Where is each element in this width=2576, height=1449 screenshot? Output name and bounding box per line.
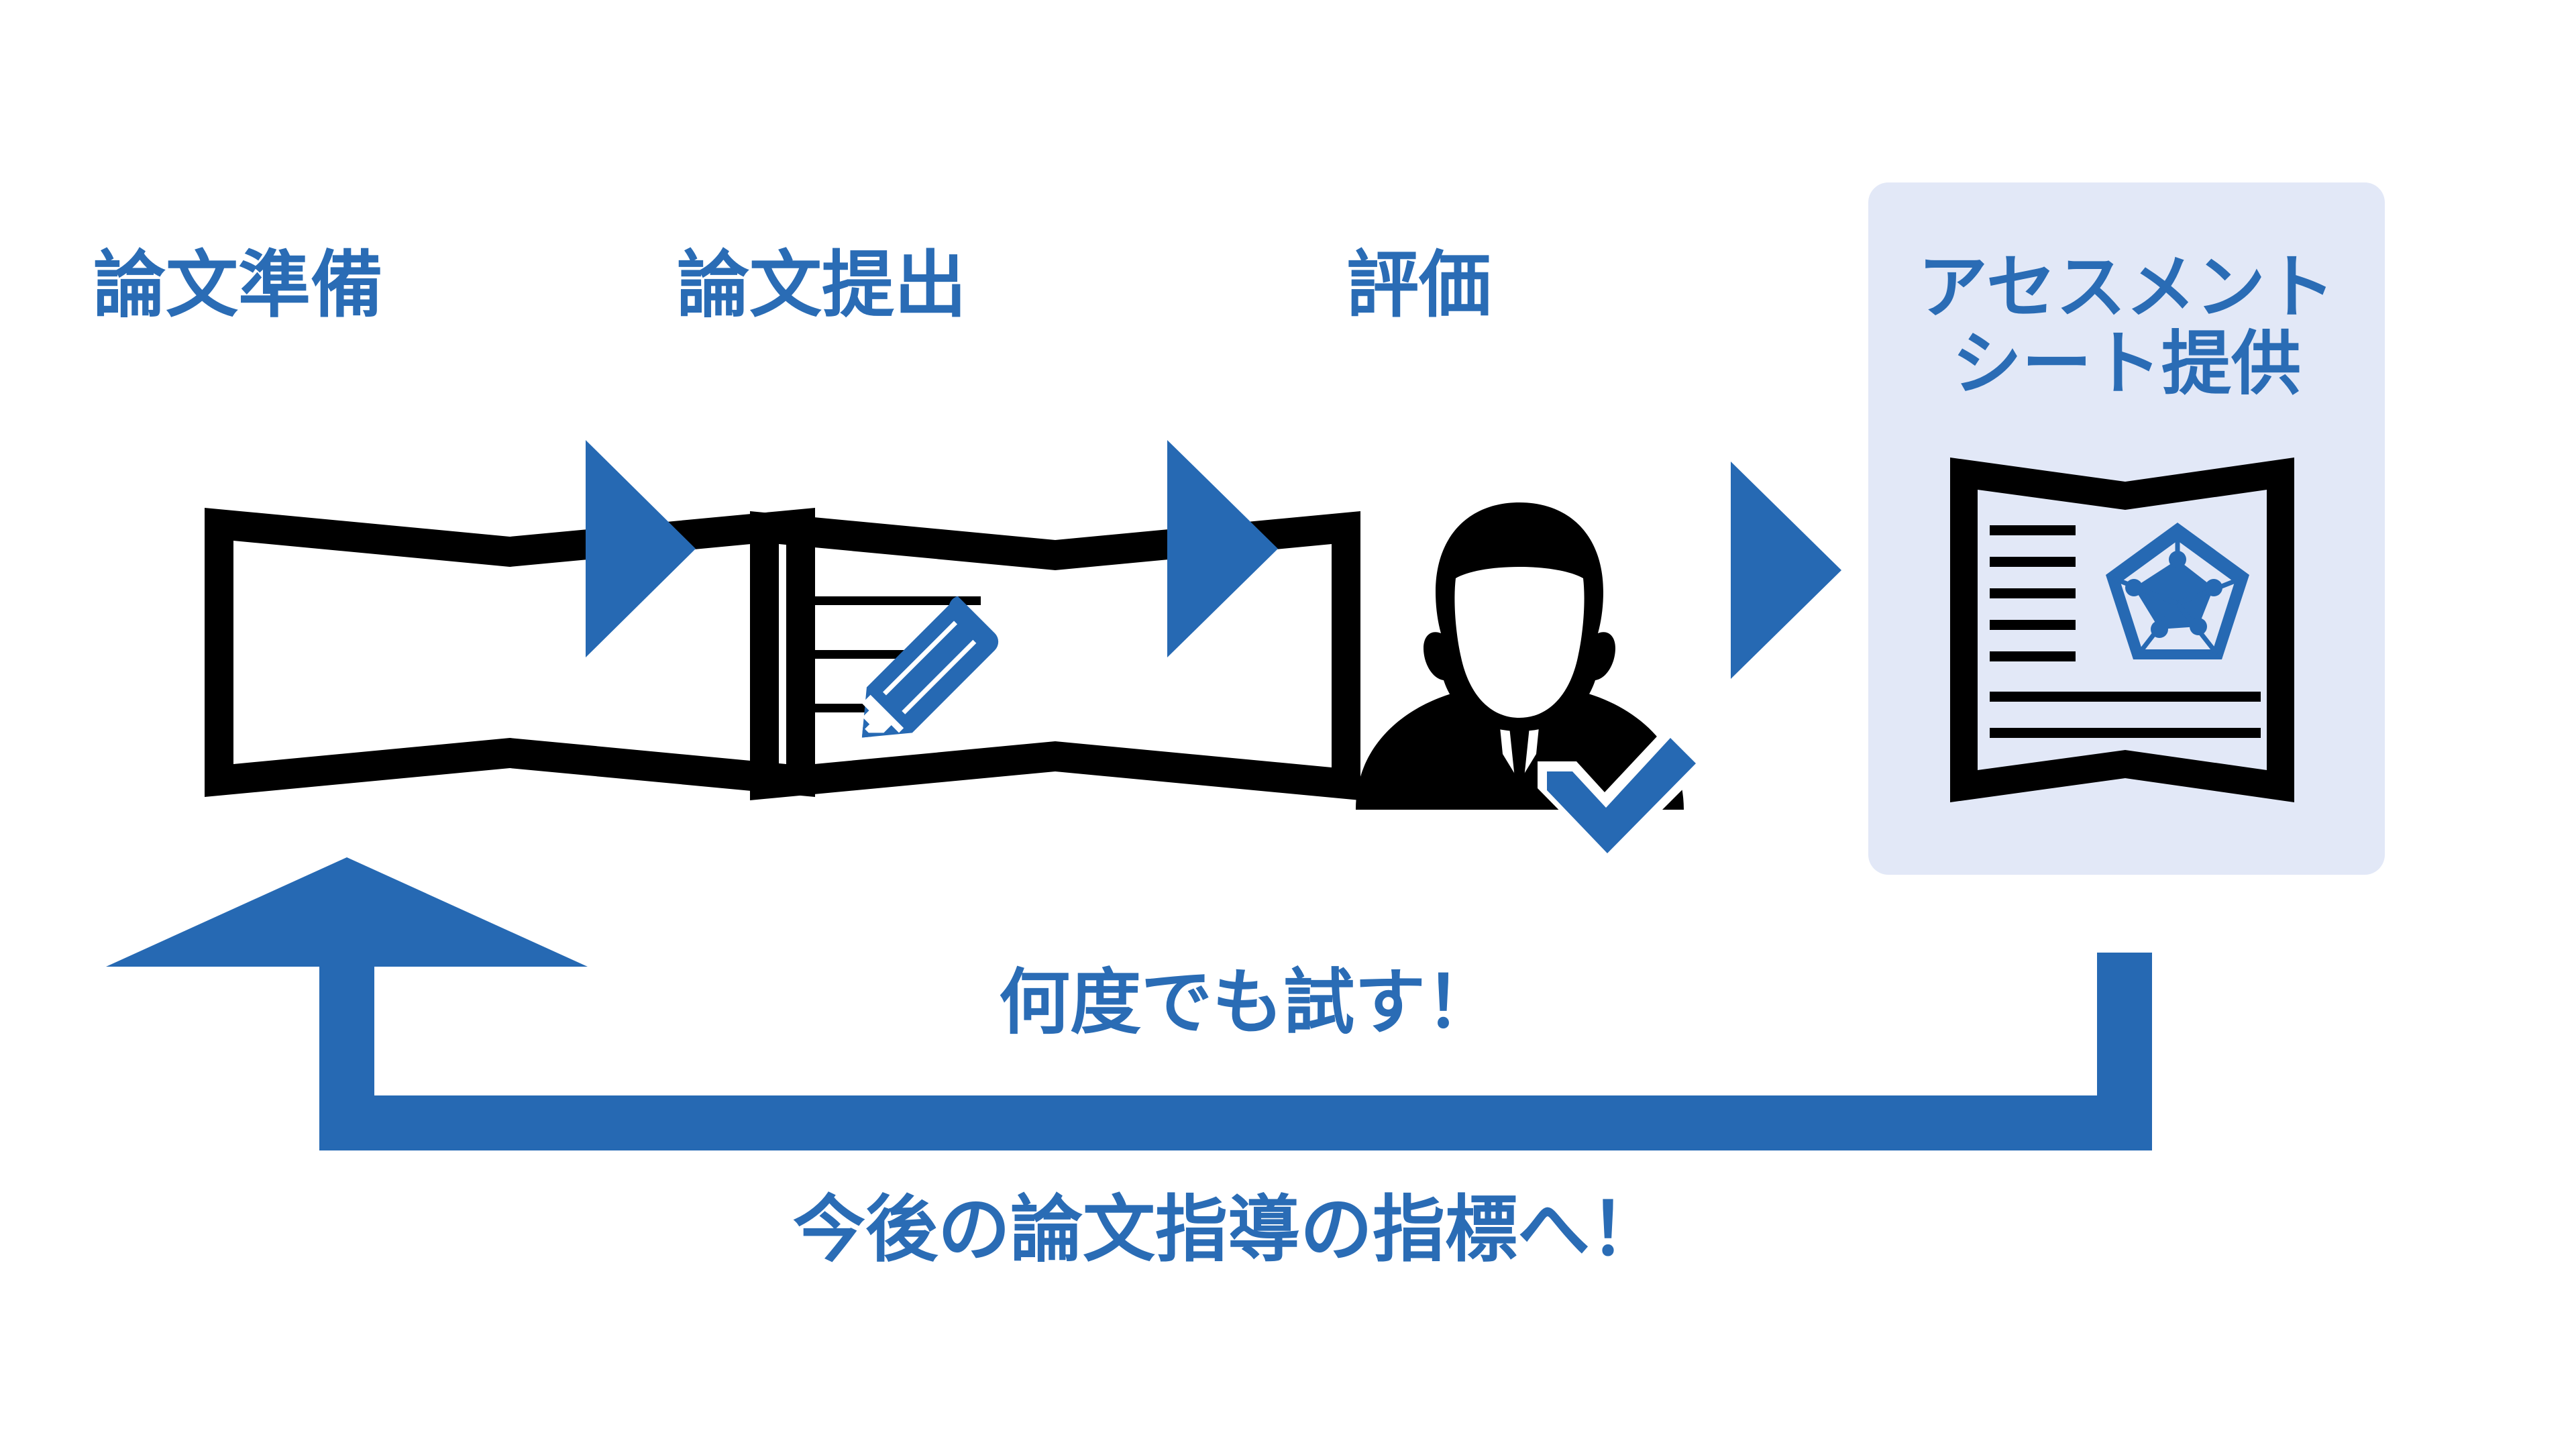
step-label-paper-preparation: 論文準備 xyxy=(93,244,383,325)
blank-paper-icon xyxy=(205,508,815,797)
person-hair xyxy=(1440,514,1599,581)
person-tie xyxy=(1509,704,1530,789)
flow-arrow-2 xyxy=(1167,440,1278,657)
paper-text-line xyxy=(813,704,909,712)
step-label-evaluation: 評価 xyxy=(1346,244,1491,325)
pencil-icon xyxy=(861,596,999,738)
step-label-assessment-sheet: アセスメント シート提供 xyxy=(1918,249,2335,404)
paper-text-line xyxy=(813,650,981,659)
feedback-loop-caption: 何度でも試す！ xyxy=(999,963,1497,1042)
step-label-paper-submission: 論文提出 xyxy=(676,244,967,325)
person-neck xyxy=(1493,644,1546,700)
person-head xyxy=(1424,502,1615,731)
paper-with-pencil-icon xyxy=(750,511,1360,800)
person-with-check-icon xyxy=(1356,502,1704,862)
check-outline xyxy=(1538,728,1704,862)
check-icon xyxy=(1547,738,1696,853)
footer-caption: 今後の論文指導の指標へ！ xyxy=(792,1189,1662,1270)
flow-arrow-1 xyxy=(586,440,696,657)
flow-arrow-3 xyxy=(1731,462,1841,679)
paper-text-line xyxy=(813,596,981,605)
person-body xyxy=(1356,680,1684,810)
person-shirt xyxy=(1496,682,1543,782)
person-face xyxy=(1454,567,1585,718)
